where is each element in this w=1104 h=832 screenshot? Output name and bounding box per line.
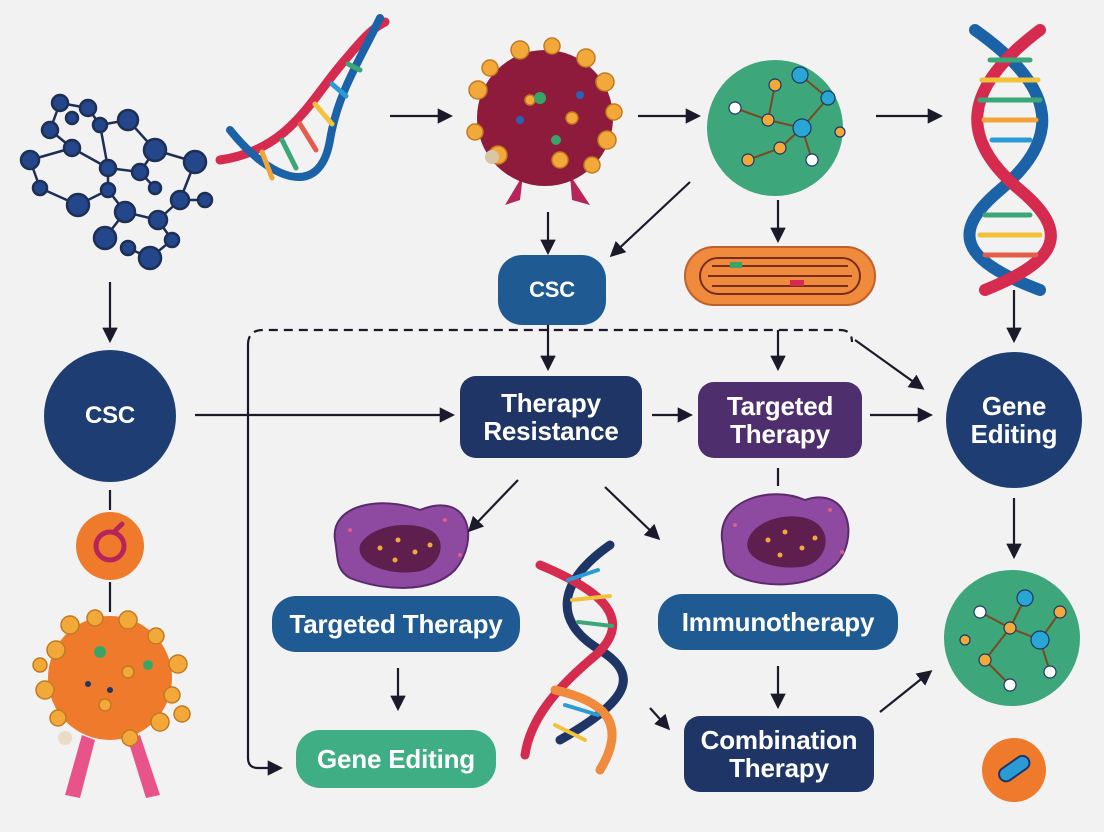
immunotherapy-node: Immunotherapy [658,594,898,650]
targeted-therapy-left-node: Targeted Therapy [272,596,520,652]
csc-left-label: CSC [84,402,136,430]
combination-therapy-label: Combination Therapy [700,724,858,783]
dna-helix-icon [215,14,390,181]
combination-therapy-node: Combination Therapy [684,716,874,792]
dna-helix-right-icon [963,24,1057,296]
orange-tumor-cell-icon [32,609,191,798]
targeted-therapy-left-label: Targeted Therapy [289,608,503,639]
targeted-therapy-center-label: Targeted Therapy [726,390,834,449]
molecule-network-icon [19,93,214,271]
inhibitor-ring-icon [76,512,144,580]
gene-editing-bottom-node: Gene Editing [296,730,496,788]
network-cell-icon [707,60,846,196]
therapy-resistance-node: Therapy Resistance [460,376,642,458]
gene-editing-right-node: Gene Editing [946,352,1082,488]
connector-arrows [102,108,1022,776]
csc-top-node: CSC [498,255,606,325]
purple-cell-right-icon [720,493,850,586]
targeted-therapy-center-node: Targeted Therapy [698,382,862,458]
immunotherapy-label: Immunotherapy [681,606,875,637]
purple-cell-left-icon [333,502,470,589]
tumor-cell-icon [466,37,623,205]
network-cell-bottom-icon [944,570,1080,706]
capsule-icon [982,738,1046,802]
gene-editing-bottom-label: Gene Editing [317,743,475,774]
csc-left-node: CSC [44,350,176,482]
therapy-resistance-label: Therapy Resistance [483,387,619,446]
gene-editing-right-label: Gene Editing [970,390,1058,449]
mitochondrion-icon [684,246,876,306]
csc-top-label: CSC [529,277,575,303]
dna-helix-bottom-icon [520,540,628,775]
